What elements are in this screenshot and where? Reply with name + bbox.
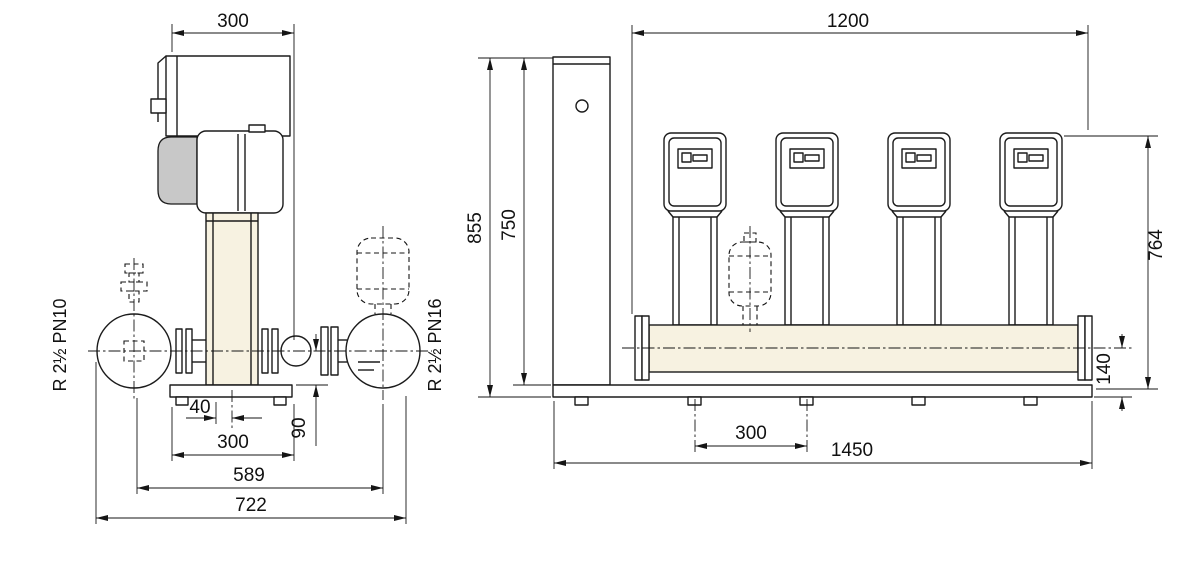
dim-left-overall-width: 722 (235, 495, 267, 516)
pump-unit (775, 132, 839, 326)
port-label-right: R 2½ PN16 (425, 298, 445, 391)
foot (175, 396, 189, 406)
base-frame (169, 384, 293, 406)
manifold (622, 315, 1134, 381)
cabinet-latch (150, 98, 167, 114)
dim-right-height-console: 750 (499, 209, 520, 241)
dim-left-port-height: 90 (289, 417, 310, 438)
dim-right-manifold-height: 140 (1094, 353, 1115, 385)
dim-left-base-width: 300 (217, 432, 249, 453)
dim-right-pump-spacing: 300 (735, 423, 767, 444)
membrane-vessel-dashed (728, 226, 772, 332)
dim-right-top-width: 1200 (827, 11, 869, 32)
display (1013, 148, 1049, 169)
dim-left-offset: 40 (189, 397, 210, 418)
base-frame (552, 384, 1093, 406)
motor (196, 124, 284, 214)
dim-right-overall-length: 1450 (831, 440, 873, 461)
pump-column (205, 212, 259, 386)
dim-left-pump-span: 589 (233, 465, 265, 486)
right-view-front (552, 56, 1134, 406)
pump-unit (887, 132, 951, 326)
mounting-hole (575, 99, 589, 113)
foot (1023, 396, 1038, 406)
display (789, 148, 825, 169)
port-label-left: R 2½ PN10 (50, 298, 70, 391)
motor-bracket (157, 136, 198, 205)
dimensions: 300 40 300 90 589 722 R 2½ PN10 R 2½ PN1… (50, 11, 1167, 524)
left-view-side (88, 55, 432, 428)
pump-unit (999, 132, 1063, 326)
terminal-box (248, 124, 266, 133)
centerlines (88, 226, 432, 428)
display (677, 148, 713, 169)
dim-left-top-width: 300 (217, 11, 249, 32)
dim-right-height-total: 855 (465, 212, 486, 244)
dim-right-height-pump: 764 (1146, 229, 1167, 261)
display (901, 148, 937, 169)
foot (687, 396, 702, 406)
console-column (552, 56, 611, 386)
foot (574, 396, 589, 406)
foot (911, 396, 926, 406)
foot (799, 396, 814, 406)
foot (273, 396, 287, 406)
control-cabinet (150, 55, 291, 137)
pump-unit (663, 132, 727, 326)
